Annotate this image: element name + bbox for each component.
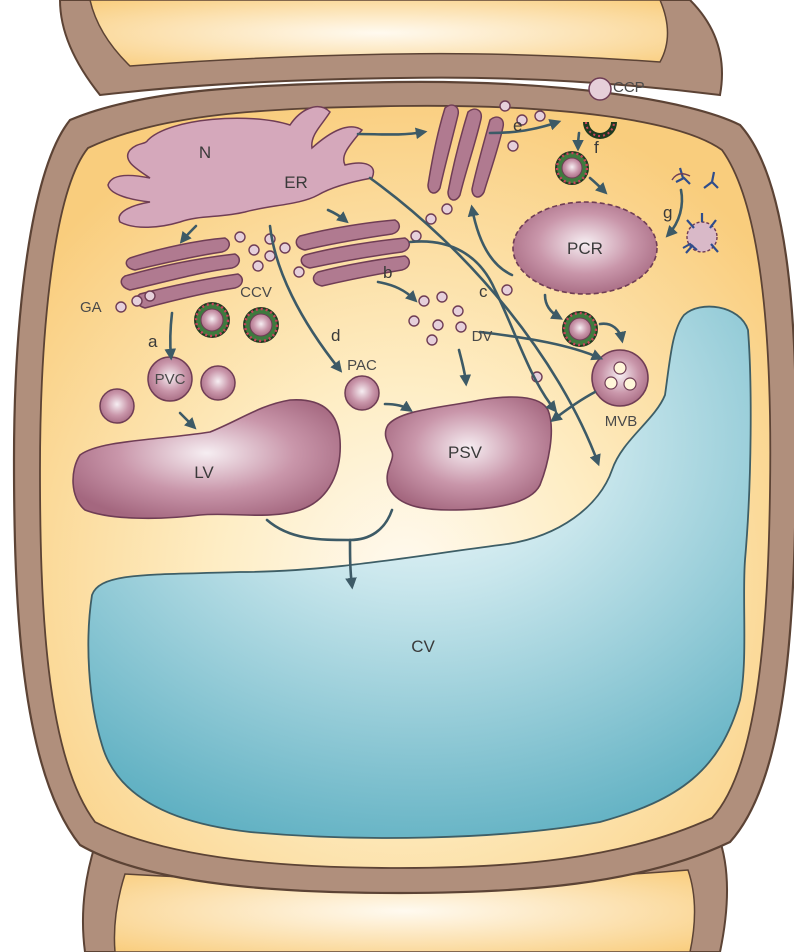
label-golgi: GA — [80, 299, 102, 316]
pathway-d: d — [331, 326, 340, 345]
pathway-b: b — [383, 263, 392, 282]
precursor-accumulating-vesicle — [345, 376, 379, 410]
label-mvb: MVB — [605, 413, 638, 430]
clathrin-coated-vesicle-4 — [562, 311, 598, 347]
label-psv: PSV — [448, 443, 483, 462]
label-nucleus: N — [199, 143, 211, 162]
label-pvc: PVC — [155, 371, 186, 388]
label-lv: LV — [194, 463, 214, 482]
pathway-e: e — [513, 116, 522, 135]
label-cv: CV — [411, 637, 435, 656]
label-pac: PAC — [347, 357, 377, 374]
pathway-f: f — [594, 138, 599, 157]
label-er: ER — [284, 173, 308, 192]
clathrin-coated-vesicle-2 — [243, 307, 279, 343]
arrow-ccp-down — [578, 133, 579, 148]
label-ccp: CCP — [613, 79, 645, 96]
label-ccv: CCV — [240, 284, 272, 301]
clathrin-coated-vesicle-3 — [555, 151, 589, 185]
pathway-a: a — [148, 332, 158, 351]
label-dv: DV — [472, 328, 493, 345]
clathrin-coated-vesicle-1 — [194, 302, 230, 338]
pathway-g: g — [663, 203, 672, 222]
label-pcr: PCR — [567, 239, 603, 258]
pathway-c: c — [479, 282, 488, 301]
